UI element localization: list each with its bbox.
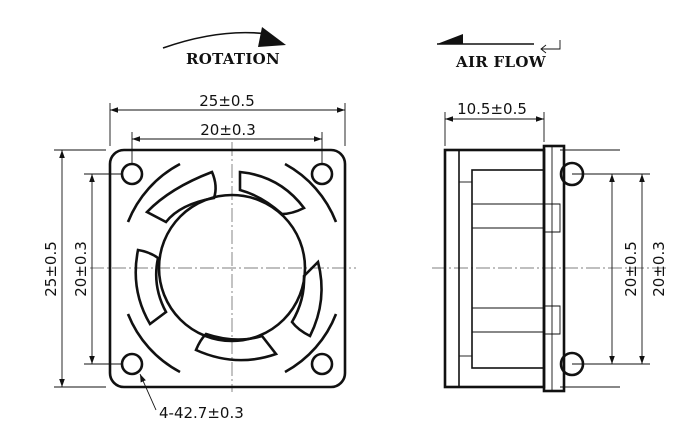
- dim-side-depth: 10.5±0.5: [457, 100, 527, 118]
- blade-1: [144, 170, 217, 224]
- side-view: 10.5±0.5 20±0.5 20±0.3: [432, 100, 668, 393]
- rotation-arrowhead: [258, 27, 286, 47]
- rotation-label-group: ROTATION: [162, 27, 286, 68]
- blade-5: [134, 248, 168, 326]
- side-flange: [542, 144, 566, 393]
- frame-outline: [108, 148, 347, 389]
- fan-hub-circle: [157, 193, 307, 343]
- rotation-arrow-icon: [162, 31, 269, 49]
- mount-hole-bl: [120, 352, 144, 376]
- side-body-outline: [443, 148, 546, 389]
- dim-side-height-b: 20±0.3: [650, 241, 668, 297]
- dim-side-height-a: 20±0.5: [622, 241, 640, 297]
- airflow-arrow-icon: [437, 34, 463, 44]
- holes-note: 4-42.7±0.3: [159, 404, 244, 422]
- blade-3: [290, 259, 323, 338]
- return-arrow-icon: [540, 40, 561, 54]
- holes-leader: [139, 373, 157, 411]
- mount-hole-tr: [310, 162, 334, 186]
- venturi-arc-tr: [284, 162, 338, 223]
- rotation-label: ROTATION: [186, 50, 280, 68]
- blade-2: [238, 170, 306, 216]
- airflow-label: AIR FLOW: [455, 53, 547, 71]
- front-view: 25±0.5 20±0.3 25±0.5 20±0.3 4-42.7±0.3: [42, 92, 356, 422]
- mount-hole-br: [310, 352, 334, 376]
- venturi-arc-bl: [126, 313, 181, 374]
- dim-front-width-holes: 20±0.3: [200, 121, 256, 139]
- venturi-arc-tl: [126, 162, 181, 223]
- side-hub-outline: [471, 169, 545, 369]
- blade-4: [194, 332, 279, 362]
- venturi-arc-br: [284, 313, 338, 374]
- dim-front-height-holes: 20±0.3: [72, 241, 90, 297]
- dim-front-width-outer: 25±0.5: [199, 92, 255, 110]
- mount-hole-tl: [120, 162, 144, 186]
- dim-front-height-outer: 25±0.5: [42, 241, 60, 297]
- airflow-label-group: AIR FLOW: [437, 34, 561, 71]
